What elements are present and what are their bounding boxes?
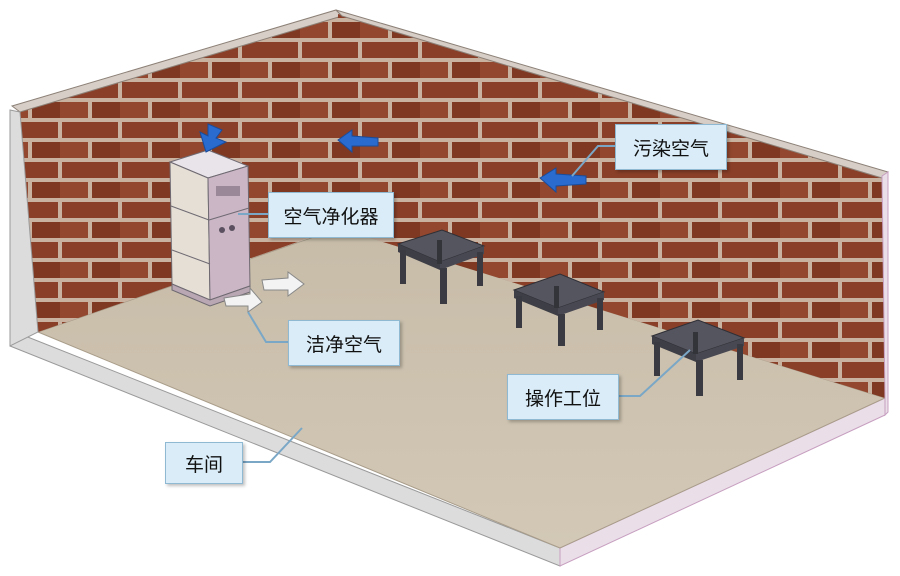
work-table-2 — [512, 273, 606, 346]
label-clean-air: 洁净空气 — [288, 320, 400, 366]
work-table-1 — [396, 229, 486, 304]
air-purifier-cabinet-icon — [168, 149, 251, 307]
label-air-purifier: 空气净化器 — [268, 192, 394, 238]
work-table-3 — [650, 319, 746, 396]
label-workshop: 车间 — [165, 442, 243, 484]
polluted-arrow-left-icon — [337, 129, 379, 154]
leader-workstation — [616, 349, 691, 397]
intake-arrow-icon — [199, 123, 228, 153]
clean-arrow-right-icon — [261, 271, 305, 297]
back-wall-edge — [881, 171, 889, 417]
label-workstation: 操作工位 — [507, 374, 619, 420]
left-wall-edge — [9, 109, 39, 347]
leader-polluted-air — [571, 145, 618, 177]
back-wall — [338, 14, 885, 398]
clean-arrow-down-icon — [223, 286, 263, 313]
leader-workshop — [242, 427, 303, 463]
label-polluted-air: 污染空气 — [615, 124, 727, 170]
polluted-arrow-left-2-icon — [539, 167, 587, 194]
leader-clean-air — [247, 311, 290, 343]
